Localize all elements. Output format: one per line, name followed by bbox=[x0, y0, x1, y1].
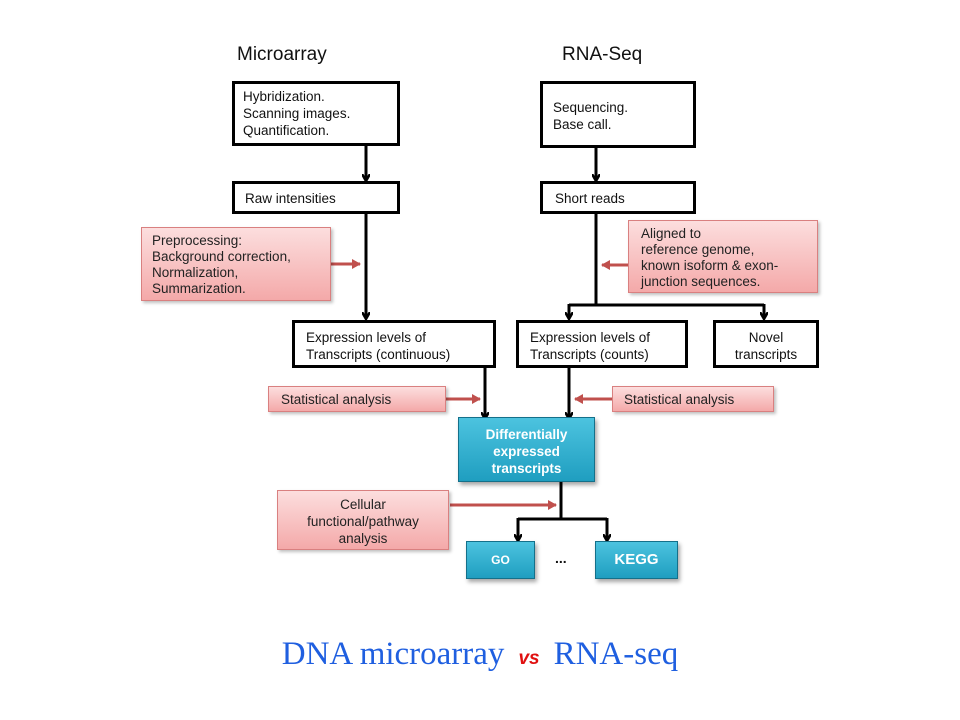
novel-line-1: Novel bbox=[748, 330, 784, 345]
expr-counts-line-1: Expression levels of bbox=[530, 330, 651, 345]
box-hybridization: Hybridization. Scanning images. Quantifi… bbox=[232, 81, 400, 146]
alignment-line-1: Aligned to bbox=[641, 226, 702, 241]
annotation-statistical-analysis-right: Statistical analysis bbox=[612, 386, 774, 412]
stats-left-label: Statistical analysis bbox=[281, 392, 392, 407]
box-novel-transcripts: Novel transcripts bbox=[713, 320, 819, 368]
box-differentially-expressed: Differentially expressed transcripts bbox=[458, 417, 595, 482]
kegg-label: KEGG bbox=[614, 551, 659, 568]
alignment-line-2: reference genome, bbox=[641, 242, 755, 257]
short-reads-label: Short reads bbox=[555, 191, 625, 206]
novel-line-2: transcripts bbox=[734, 347, 798, 362]
heading-microarray: Microarray bbox=[237, 44, 327, 65]
preprocessing-line-2: Background correction, bbox=[152, 249, 291, 264]
annotation-preprocessing: Preprocessing: Background correction, No… bbox=[141, 227, 331, 301]
preprocessing-line-3: Normalization, bbox=[152, 265, 239, 280]
box-expression-counts: Expression levels of Transcripts (counts… bbox=[516, 320, 688, 368]
annotation-alignment: Aligned to reference genome, known isofo… bbox=[628, 220, 818, 293]
hybridization-line-3: Quantification. bbox=[243, 123, 330, 138]
expr-continuous-line-2: Transcripts (continuous) bbox=[306, 347, 451, 362]
annotation-pathway-analysis: Cellular functional/pathway analysis bbox=[277, 490, 449, 550]
sequencing-line-2: Base call. bbox=[553, 117, 612, 132]
box-expression-continuous: Expression levels of Transcripts (contin… bbox=[292, 320, 496, 368]
hybridization-line-2: Scanning images. bbox=[243, 106, 351, 121]
de-line-3: transcripts bbox=[491, 461, 562, 476]
box-short-reads: Short reads bbox=[540, 181, 696, 214]
annotation-statistical-analysis-left: Statistical analysis bbox=[268, 386, 446, 412]
pathway-line-1: Cellular bbox=[340, 497, 386, 512]
box-go: GO bbox=[466, 541, 535, 579]
box-raw-intensities: Raw intensities bbox=[232, 181, 400, 214]
alignment-line-3: known isoform & exon- bbox=[641, 258, 779, 273]
go-label: GO bbox=[491, 553, 510, 567]
sequencing-line-1: Sequencing. bbox=[553, 100, 629, 115]
pathway-line-2: functional/pathway bbox=[307, 514, 419, 529]
slide-caption: DNA microarray vs RNA-seq bbox=[0, 636, 960, 673]
caption-vs: vs bbox=[518, 648, 540, 669]
box-kegg: KEGG bbox=[595, 541, 678, 579]
pathway-line-3: analysis bbox=[338, 531, 388, 546]
expr-continuous-line-1: Expression levels of bbox=[306, 330, 427, 345]
expr-counts-line-2: Transcripts (counts) bbox=[530, 347, 649, 362]
caption-right: RNA-seq bbox=[553, 636, 679, 672]
de-line-1: Differentially bbox=[485, 427, 568, 442]
stats-right-label: Statistical analysis bbox=[624, 392, 735, 407]
box-sequencing: Sequencing. Base call. bbox=[540, 81, 696, 148]
de-line-2: expressed bbox=[493, 444, 560, 459]
caption-left: DNA microarray bbox=[281, 636, 505, 672]
preprocessing-line-1: Preprocessing: bbox=[152, 233, 243, 248]
preprocessing-line-4: Summarization. bbox=[152, 281, 246, 296]
raw-intensities-label: Raw intensities bbox=[245, 191, 336, 206]
hybridization-line-1: Hybridization. bbox=[243, 89, 325, 104]
ellipsis: ... bbox=[555, 550, 567, 566]
alignment-line-4: junction sequences. bbox=[641, 274, 761, 289]
heading-rnaseq: RNA-Seq bbox=[562, 44, 643, 65]
